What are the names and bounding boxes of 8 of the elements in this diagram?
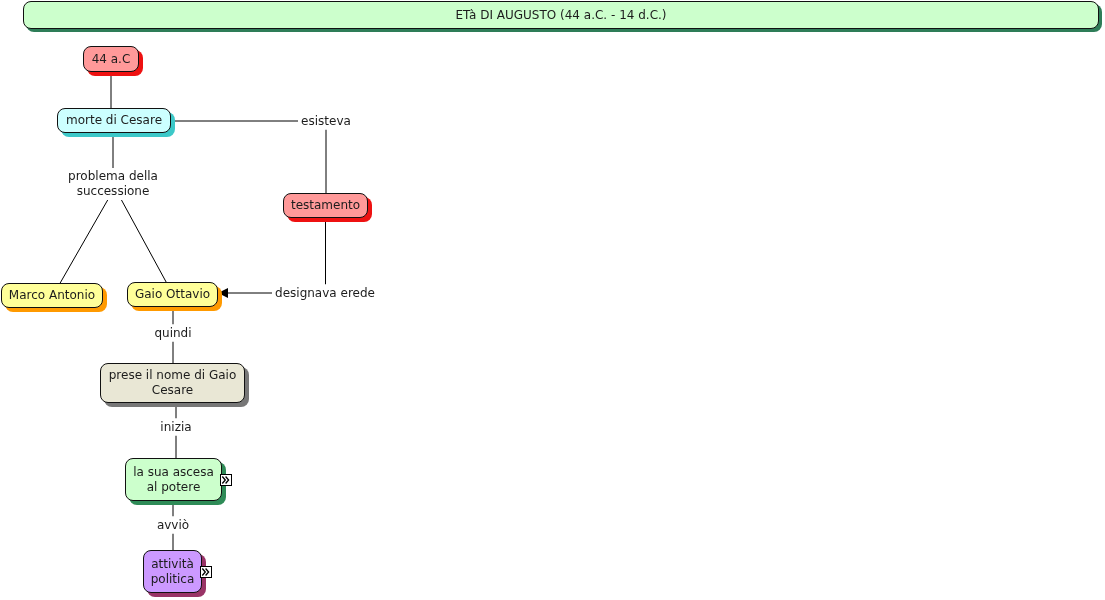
connector-line <box>121 199 167 283</box>
linking-phrase: designava erede <box>272 284 378 302</box>
connector-line <box>172 341 174 364</box>
connector-line <box>59 199 109 284</box>
connector-line <box>175 435 177 459</box>
title-box: ETà DI AUGUSTO (44 a.C. - 14 d.C.) <box>23 1 1099 29</box>
connector-line <box>172 533 174 551</box>
connector-line <box>325 129 327 194</box>
